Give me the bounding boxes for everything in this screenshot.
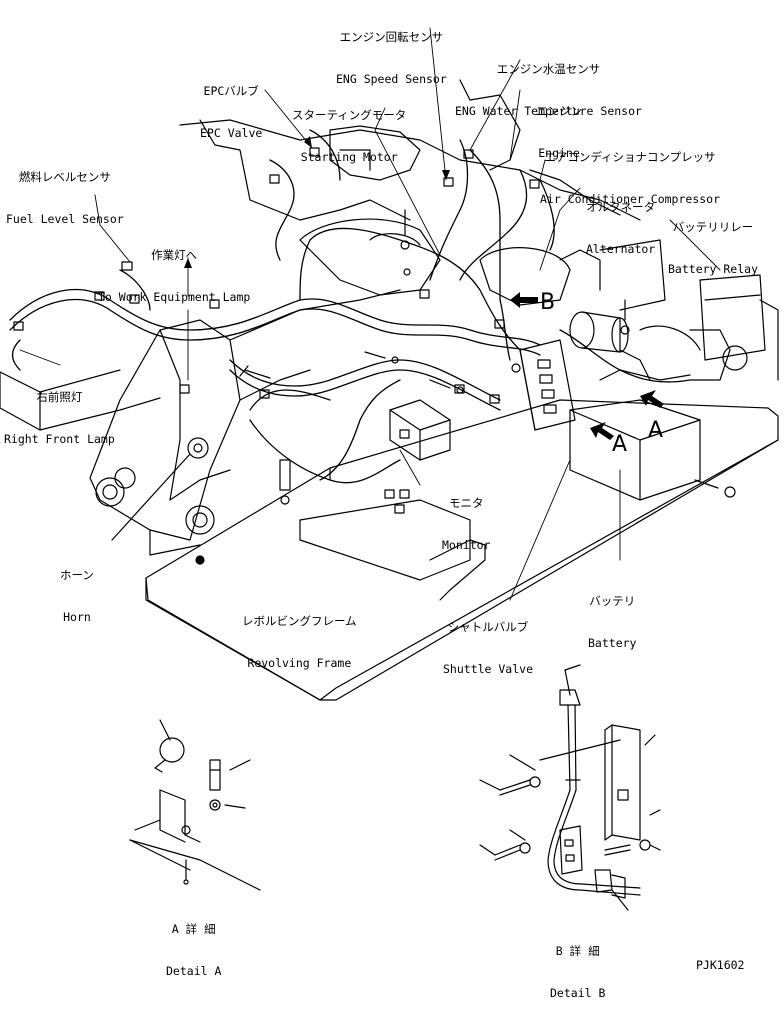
horn-en: Horn — [63, 610, 91, 624]
work-equipment-lamp-en: To Work Equipment Lamp — [98, 290, 251, 304]
eng-water-temp-sensor-jp: エンジン水温センサ — [496, 62, 601, 76]
alternator-en: Alternator — [586, 242, 656, 256]
horn-jp: ホーン — [60, 568, 94, 582]
starting-motor-jp: スターティングモータ — [292, 108, 407, 122]
detail-a-label: A 詳 細 Detail A — [166, 894, 221, 992]
view-a-large-arrow — [590, 422, 614, 440]
revolving-frame-label: レボルビングフレーム Revolving Frame — [242, 586, 357, 684]
starting-motor-label: スターティングモータ Starting Motor — [292, 80, 406, 178]
battery-en: Battery — [588, 636, 637, 650]
detail-b-label: B 詳 細 Detail B — [550, 916, 605, 1014]
battery-label: バッテリ Battery — [588, 566, 636, 664]
view-marker-b: B — [540, 290, 556, 315]
view-a-small-arrow — [640, 390, 664, 408]
work-equipment-lamp-jp: 作業灯へ — [151, 248, 198, 262]
monitor-en: Monitor — [442, 538, 491, 552]
ac-compressor-en: Air Conditioner Compressor — [540, 192, 721, 206]
connectors — [14, 148, 539, 513]
battery-relay-en: Battery Relay — [668, 262, 759, 276]
view-arrows — [510, 292, 664, 440]
battery-relay-jp: バッテリリレー — [672, 220, 754, 234]
eng-water-temp-sensor-label: エンジン水温センサ ENG Water Temperture Sensor — [455, 34, 642, 132]
fuel-level-sensor-jp: 燃料レベルセンサ — [18, 170, 111, 184]
detail-a-drawing — [130, 720, 260, 890]
fuel-level-sensor-en: Fuel Level Sensor — [6, 212, 124, 226]
line-drawing — [0, 0, 783, 975]
right-front-lamp-en: Right Front Lamp — [4, 432, 115, 446]
shuttle-valve-jp: シャトルバルブ — [447, 620, 529, 634]
monitor-label: モニタ Monitor — [442, 468, 490, 566]
monitor-drawing — [390, 400, 450, 460]
revolving-frame-jp: レボルビングフレーム — [242, 614, 357, 628]
view-marker-a-small: A — [648, 418, 664, 443]
shuttle-valve-en: Shuttle Valve — [443, 662, 534, 676]
eng-speed-sensor-jp: エンジン回転センサ — [339, 30, 444, 44]
fuel-level-sensor-label: 燃料レベルセンサ Fuel Level Sensor — [6, 142, 124, 240]
battery-drawing — [570, 350, 700, 500]
battery-relay-label: バッテリリレー Battery Relay — [668, 192, 758, 290]
right-front-lamp-label: 右前照灯 Right Front Lamp — [4, 362, 115, 460]
right-front-lamp-jp: 右前照灯 — [36, 390, 83, 404]
revolving-frame-drawing — [146, 400, 778, 700]
eng-water-temp-sensor-en: ENG Water Temperture Sensor — [455, 104, 642, 118]
eng-speed-sensor-en: ENG Speed Sensor — [336, 72, 447, 86]
engine-jp: エンジン — [536, 104, 582, 118]
monitor-jp: モニタ — [448, 496, 484, 510]
ac-compressor-jp: エアコンディショナコンプレッサ — [544, 150, 716, 164]
detail-a-en: Detail A — [166, 964, 222, 978]
bolts-washers — [240, 210, 735, 504]
battery-jp: バッテリ — [589, 594, 636, 608]
revolving-frame-en: Revolving Frame — [247, 656, 352, 670]
horn-drawing — [112, 438, 208, 540]
engine-en: Engine — [538, 146, 580, 160]
horn-label: ホーン Horn — [60, 540, 94, 638]
engine-drawing — [180, 80, 665, 310]
starting-motor-en: Starting Motor — [300, 150, 398, 164]
epc-valve-jp: EPCバルブ — [203, 84, 259, 98]
shuttle-valve-label: シャトルバルブ Shuttle Valve — [443, 592, 533, 690]
shuttle-valve-drawing — [520, 340, 575, 430]
drawing-code: PJK1602 — [696, 958, 745, 972]
eng-speed-sensor-label: エンジン回転センサ ENG Speed Sensor — [336, 2, 447, 100]
epc-valve-label: EPCバルブ EPC Valve — [200, 56, 262, 154]
detail-b-jp: B 詳 細 — [555, 944, 600, 958]
work-equipment-lamp-label: 作業灯へ To Work Equipment Lamp — [98, 220, 250, 318]
battery-relay-drawing — [640, 275, 778, 380]
ac-compressor-label: エアコンディショナコンプレッサ Air Conditioner Compress… — [540, 122, 720, 220]
leader-arrowheads — [184, 136, 450, 268]
detail-b-en: Detail B — [550, 986, 606, 1000]
alternator-jp: オルタネータ — [586, 200, 656, 214]
wiring-harness — [10, 130, 690, 483]
detail-a-jp: A 詳 細 — [171, 922, 216, 936]
epc-valve-en: EPC Valve — [200, 126, 263, 140]
view-marker-a-large: A — [612, 432, 628, 457]
engine-label: エンジン Engine — [536, 76, 582, 174]
alternator-label: オルタネータ Alternator — [586, 172, 655, 270]
alternator-drawing — [570, 312, 628, 352]
leader-lines — [20, 28, 720, 600]
view-b-arrow — [510, 292, 538, 308]
detail-b-drawing — [480, 665, 660, 910]
